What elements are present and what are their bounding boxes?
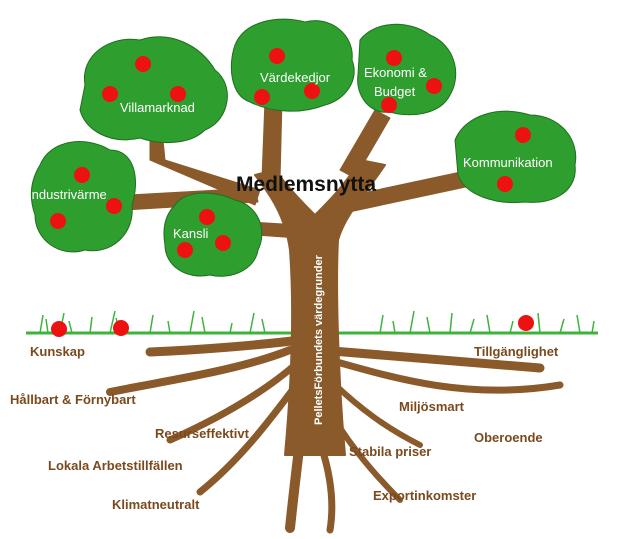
label-ekonomi-line1: Ekonomi &	[364, 65, 427, 80]
label-klimatneutralt: Klimatneutralt	[112, 497, 200, 512]
label-vardekedjor: Värdekedjor	[260, 70, 331, 85]
label-industrivarme: Industrivärme	[28, 187, 107, 202]
label-miljosmart: Miljösmart	[399, 399, 465, 414]
label-tillganglighet: Tillgänglighet	[474, 344, 559, 359]
canopies	[30, 18, 577, 277]
apples	[50, 48, 534, 337]
canopy-kommunikation	[454, 110, 577, 204]
label-oberoende: Oberoende	[474, 430, 543, 445]
label-stabila: Stabila priser	[349, 444, 432, 459]
label-lokala: Lokala Arbetstillfällen	[48, 458, 183, 473]
canopy-vardekedjor	[230, 18, 355, 112]
label-kunskap: Kunskap	[30, 344, 85, 359]
label-villamarknad: Villamarknad	[120, 100, 195, 115]
label-ekonomi-line2: Budget	[374, 84, 416, 99]
label-kommunikation: Kommunikation	[463, 155, 553, 170]
label-kansli: Kansli	[173, 226, 209, 241]
label-hallbart: Hållbart & Förnybart	[10, 392, 136, 407]
label-resurseffektivt: Resurseffektivt	[155, 426, 249, 441]
trunk-text: PelletsFörbundets värdegrunder	[313, 255, 325, 425]
canopy-villamarknad	[79, 36, 228, 143]
label-exportinkomster: Exportinkomster	[373, 488, 477, 503]
diagram-title: Medlemsnytta	[236, 173, 377, 196]
